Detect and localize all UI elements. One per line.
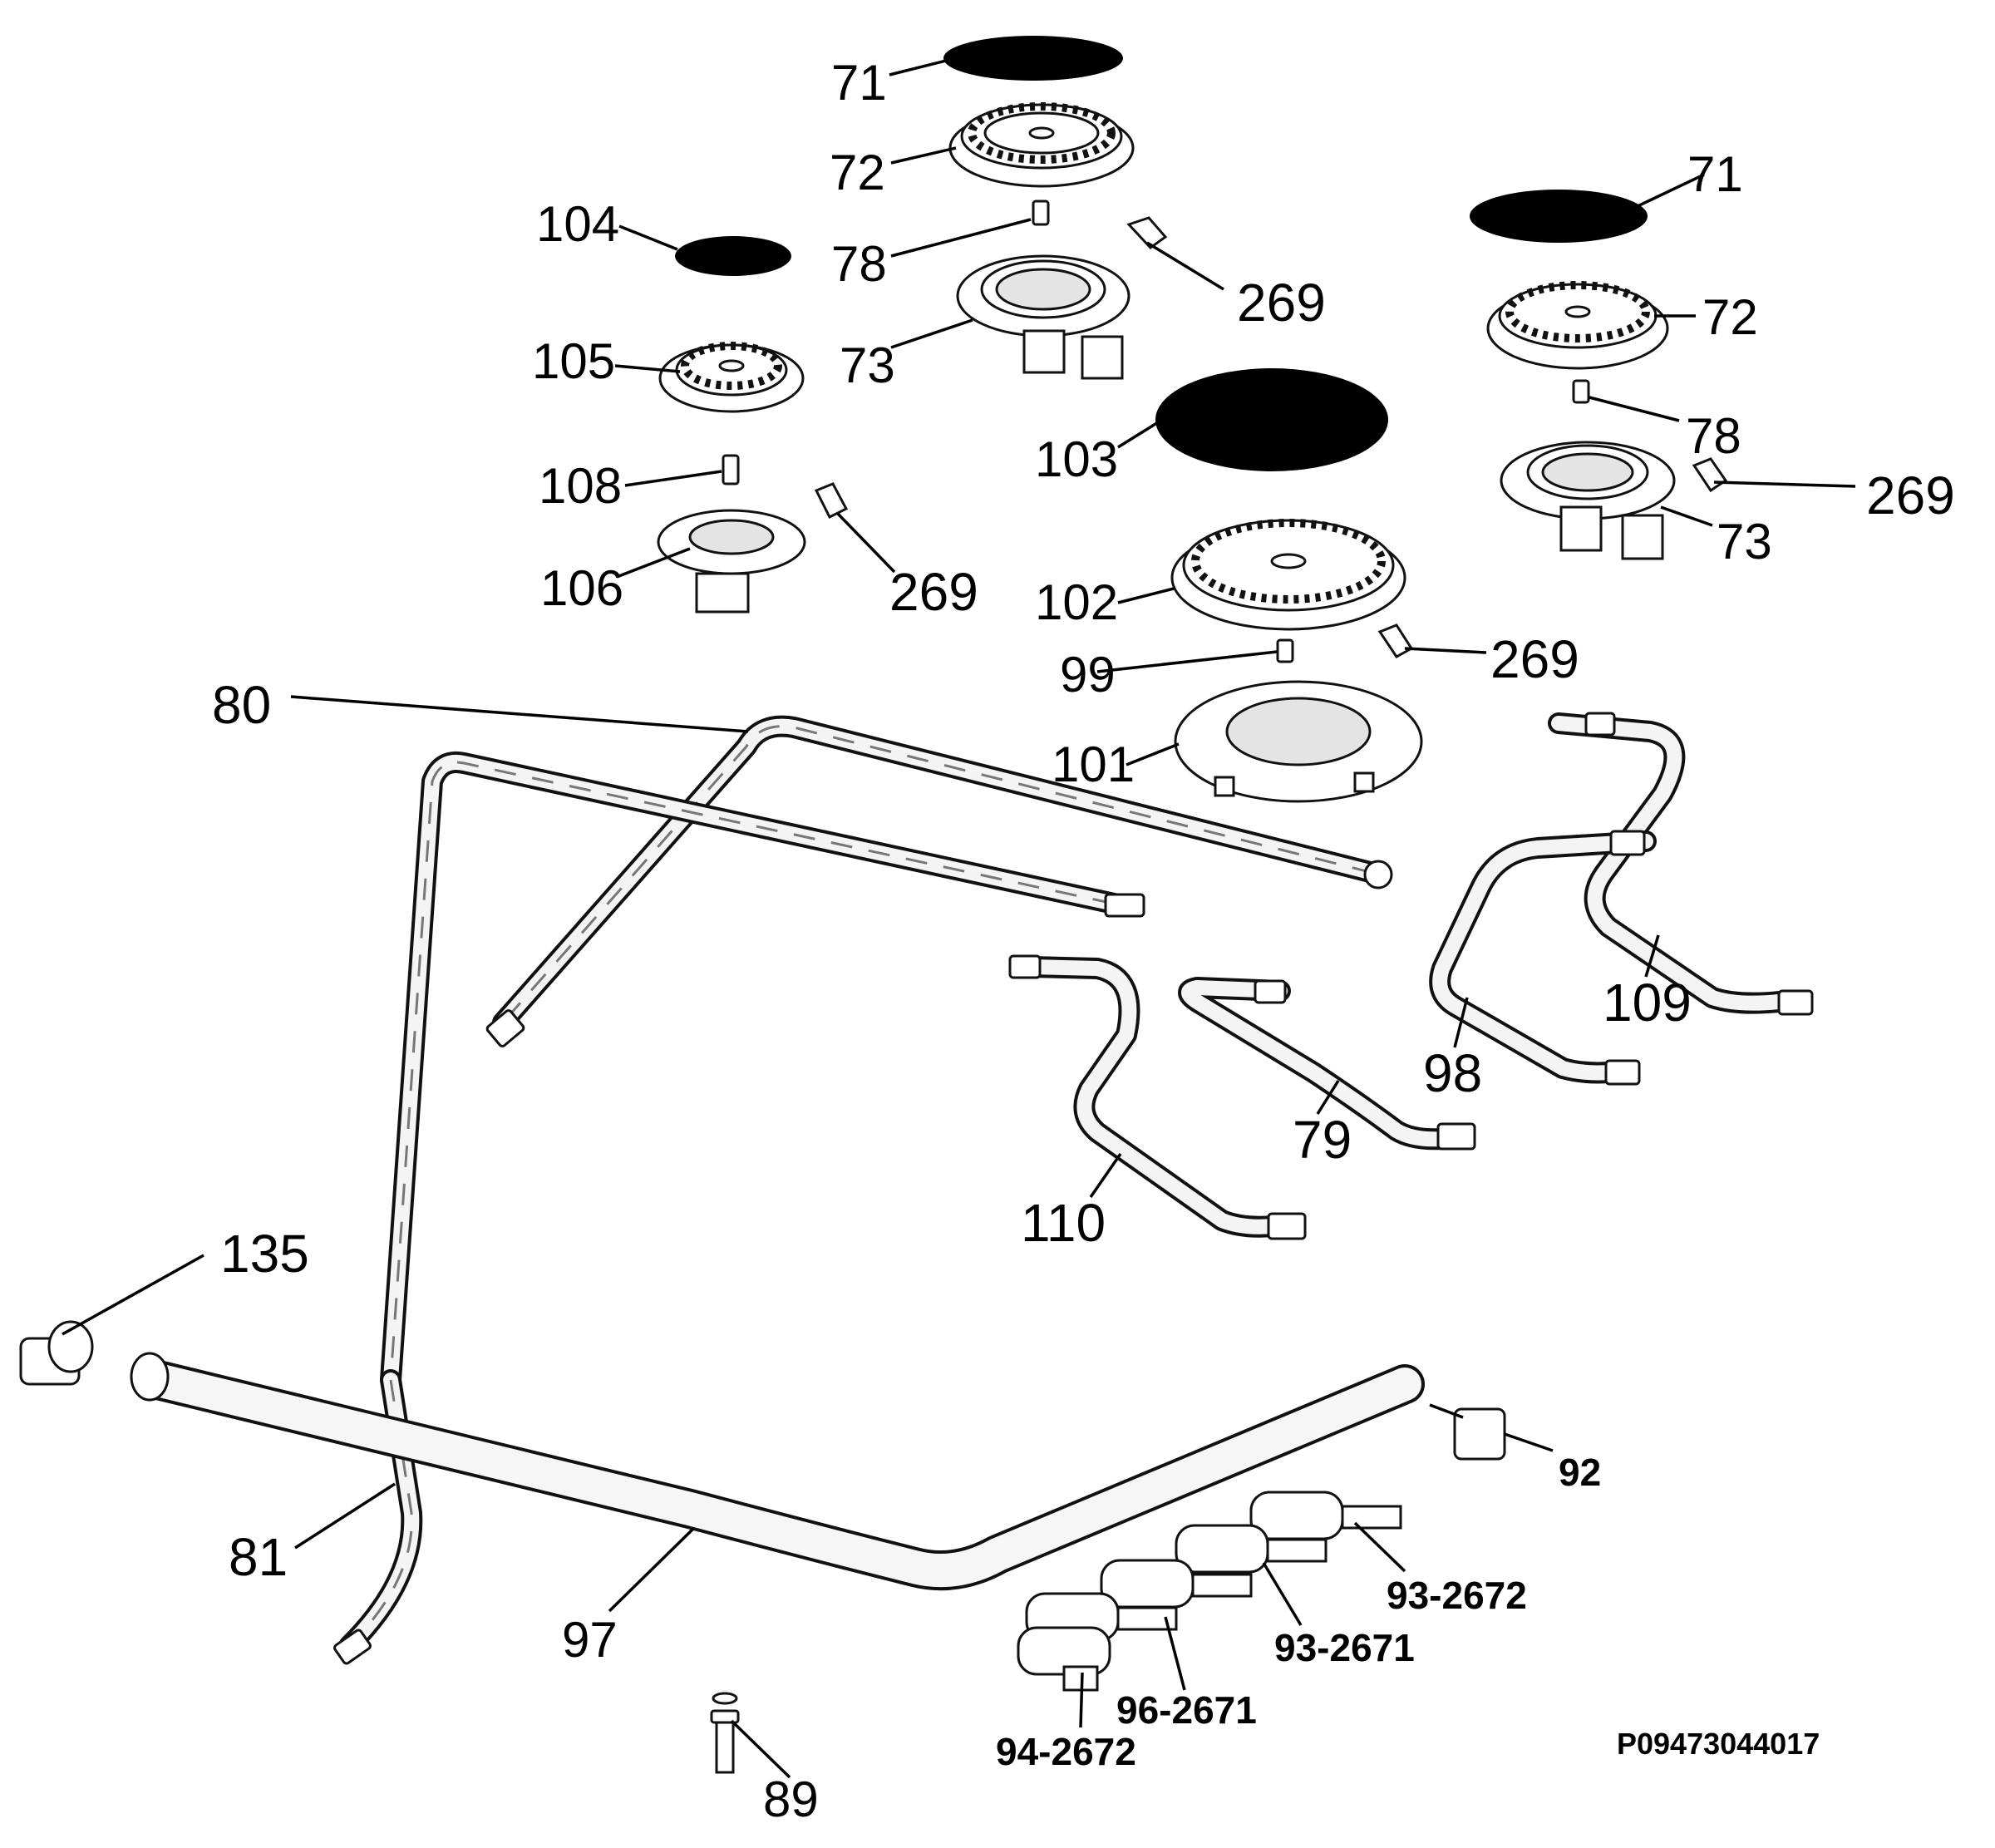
burner-crown-105 [658, 342, 805, 413]
injector-99 [1276, 638, 1294, 663]
label-78-right: 78 [1686, 408, 1741, 464]
burner-base-73-right [1500, 441, 1676, 560]
gas-pipe-98 [1429, 830, 1657, 1086]
label-92: 92 [1559, 1451, 1601, 1494]
label-72-right: 72 [1702, 289, 1758, 345]
injector-78-right [1572, 379, 1590, 404]
label-269-c: 269 [1866, 466, 1955, 525]
label-108: 108 [539, 458, 622, 514]
label-135: 135 [220, 1224, 309, 1284]
gas-tap-93-2672 [1249, 1491, 1402, 1540]
gas-taps [1017, 1491, 1402, 1692]
label-98: 98 [1423, 1043, 1482, 1103]
label-89: 89 [763, 1772, 819, 1827]
label-79: 79 [1293, 1110, 1352, 1170]
thermocouple-269-a [1126, 216, 1224, 291]
ignition-part-92 [1429, 1403, 1506, 1461]
label-73-right: 73 [1717, 514, 1772, 569]
label-102: 102 [1035, 574, 1118, 630]
leader-lines [62, 57, 1713, 1779]
label-99: 99 [1060, 647, 1116, 702]
label-71-top: 71 [831, 55, 887, 111]
burner-right [1470, 190, 1856, 560]
label-93-2671: 93-2671 [1274, 1626, 1415, 1669]
label-94-2672: 94-2672 [996, 1730, 1136, 1773]
diagram-code: P09473044017 [1617, 1727, 1820, 1761]
burner-crown-72-right [1486, 281, 1669, 370]
gas-tap-93-2671-a [1175, 1524, 1328, 1574]
label-78-top: 78 [831, 236, 887, 292]
burner-base-73-top [956, 254, 1130, 380]
label-269-b: 269 [889, 562, 978, 622]
label-110: 110 [1021, 1193, 1106, 1253]
elbow-connector-135 [19, 1320, 94, 1386]
screw-89 [710, 1692, 740, 1774]
injector-78-top [1032, 200, 1050, 226]
label-80: 80 [212, 675, 271, 735]
gas-pipe-81 [333, 1369, 423, 1665]
label-97: 97 [562, 1612, 618, 1668]
burner-cap-104 [675, 236, 791, 276]
burner-left-small [657, 236, 896, 614]
label-269-d: 269 [1490, 629, 1579, 689]
thermocouple-269-d [1377, 623, 1487, 658]
gas-tap-94-2672 [1017, 1626, 1111, 1692]
burner-cap-71-top [943, 36, 1123, 81]
label-71-right: 71 [1687, 146, 1743, 202]
label-103: 103 [1035, 431, 1118, 487]
burner-cap-71-right [1470, 190, 1648, 243]
burner-base-106 [657, 509, 806, 614]
label-72-top: 72 [830, 145, 885, 200]
label-93-2672: 93-2672 [1387, 1574, 1527, 1617]
burner-base-101 [1174, 680, 1423, 803]
label-101: 101 [1052, 737, 1135, 792]
label-104: 104 [536, 196, 619, 252]
label-106: 106 [540, 560, 623, 616]
gas-pipe-80 [380, 715, 1393, 1391]
burner-cap-103 [1155, 368, 1388, 471]
injector-108 [722, 454, 740, 485]
part-labels: 71 72 78 73 269 104 105 108 106 269 71 7… [212, 55, 1955, 1827]
label-105: 105 [532, 333, 615, 389]
burner-crown-72-top [948, 102, 1135, 188]
gas-pipe-110 [1008, 954, 1307, 1240]
gas-pipe-79 [1178, 977, 1476, 1151]
gas-pipe-109 [1548, 712, 1814, 1016]
thermocouple-269-b [814, 482, 896, 574]
burner-large-center [1155, 368, 1487, 803]
thermocouple-269-c [1692, 457, 1856, 493]
label-269-a: 269 [1237, 273, 1326, 333]
label-81: 81 [229, 1527, 288, 1587]
label-109: 109 [1603, 973, 1692, 1032]
label-96-2671: 96-2671 [1116, 1688, 1257, 1732]
burner-top-center [943, 36, 1224, 380]
label-73-top: 73 [840, 338, 895, 393]
burner-crown-102 [1170, 519, 1406, 631]
gas-manifold-97 [130, 1352, 1425, 1591]
